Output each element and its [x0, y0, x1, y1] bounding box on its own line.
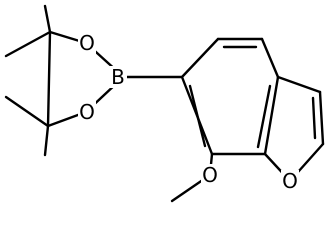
label-mask-o-top — [78, 32, 96, 54]
inner-double-bond-left — [188, 84, 207, 148]
atom-label-oxygen-methoxy: O — [202, 163, 218, 187]
atom-label-oxygen-bottom: O — [79, 100, 95, 124]
ring-bond-c3a-c7a — [263, 75, 280, 156]
benzene-ring — [180, 37, 280, 156]
methyl-groups — [4, 4, 52, 157]
label-mask-o-methoxy — [201, 164, 219, 186]
chemical-structure: O O B O O — [4, 4, 325, 203]
ring-bond-c6-c5 — [180, 37, 220, 79]
inner-double-bond-right — [256, 84, 272, 149]
label-mask-o-bottom — [78, 101, 96, 123]
bond-c4-c5 — [46, 30, 52, 128]
methyl-bond-2 — [4, 30, 52, 58]
furan-bond-c3a-c3 — [276, 75, 322, 94]
atom-label-oxygen-top: O — [79, 31, 95, 55]
methyl-bond-4 — [43, 124, 50, 157]
furan-double-bond-inner — [311, 96, 317, 140]
label-mask-boron — [109, 66, 127, 88]
atom-label-boron: B — [111, 65, 125, 89]
methyl-bond-3 — [4, 95, 50, 128]
methyl-bond-1 — [43, 4, 52, 34]
label-mask-o-furan — [281, 170, 299, 192]
ring-bond-c4-c3a — [260, 37, 280, 79]
furan-ring — [263, 75, 325, 183]
furan-bond-c3-c2 — [318, 90, 325, 146]
atom-label-oxygen-furan: O — [282, 169, 298, 193]
